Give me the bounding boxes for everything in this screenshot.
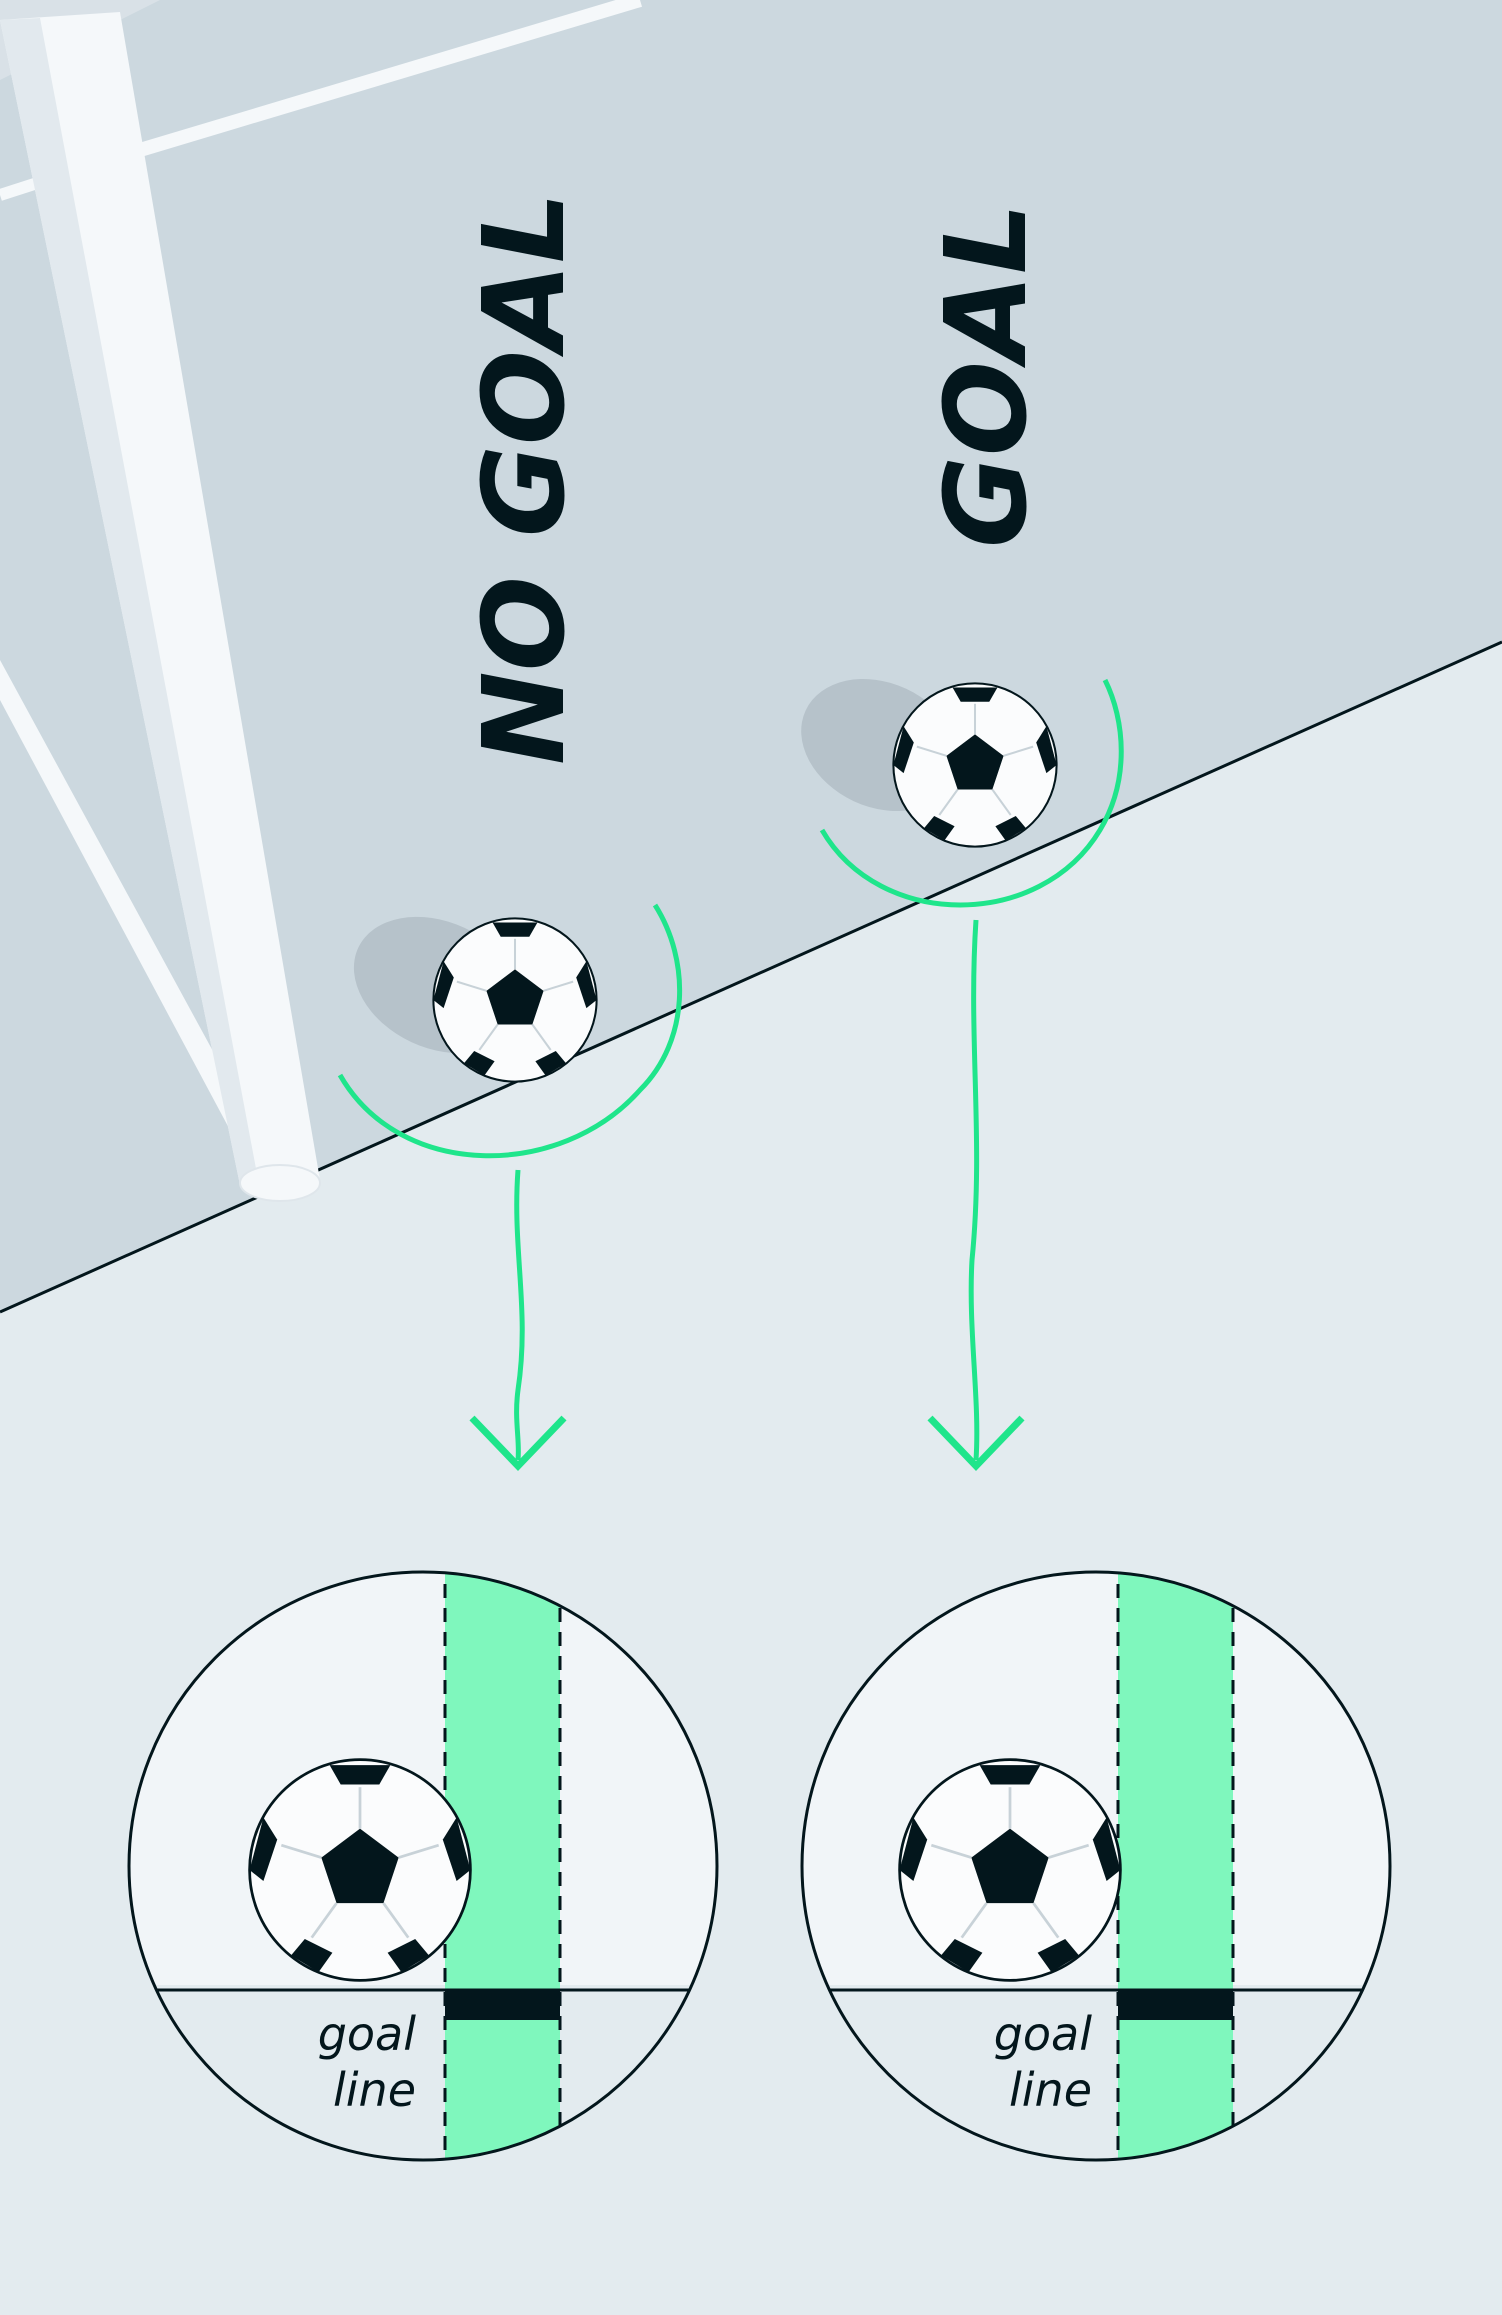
goal-support-bar: [0, 660, 245, 1130]
goal-post-shade: [0, 18, 260, 1190]
goal-line: [0, 640, 1502, 1314]
arrow-down-icon: [469, 1415, 567, 1472]
soccer-ball-icon: [432, 917, 598, 1083]
goal-line-label-2: line: [333, 2063, 416, 2117]
goal-title: GOAL: [922, 203, 1052, 548]
no-goal-title: NO GOAL: [460, 192, 590, 765]
soccer-ball-icon: [892, 682, 1058, 848]
soccer-ball-icon: [898, 1758, 1122, 1982]
arrow-shaft-no-goal: [514, 1169, 525, 1461]
goal-line-marker: [445, 1990, 560, 2020]
goal-line-label-2: line: [1009, 2063, 1092, 2117]
goal-line-label-1: goal: [994, 2007, 1093, 2061]
no-goal-ball-group: [337, 903, 683, 1472]
zoom-circle-border: [800, 1570, 1392, 2162]
goal-post-base: [239, 1164, 321, 1202]
goal-line-band: [1118, 1572, 1233, 2160]
goal-line-marker: [1118, 1990, 1233, 2020]
highlight-ring-goal: [819, 678, 1124, 908]
arrow-down-icon: [927, 1415, 1025, 1472]
highlight-ring-no-goal: [337, 903, 683, 1159]
goal-ball-group: [801, 678, 1124, 1472]
arrow-shaft-goal: [968, 919, 980, 1461]
zoom-circle-border: [127, 1570, 719, 2162]
goal-line-label-1: goal: [318, 2007, 417, 2061]
soccer-ball-icon: [248, 1758, 472, 1982]
crossbar-net-line: [137, 0, 643, 157]
